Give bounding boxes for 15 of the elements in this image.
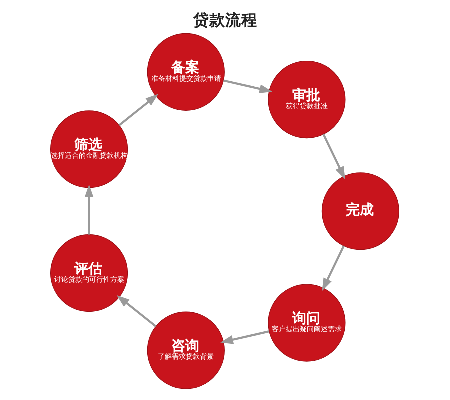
arrow <box>84 184 94 235</box>
arrow <box>220 330 270 344</box>
node-circle: 完成 <box>322 172 400 250</box>
arrow <box>116 295 157 328</box>
arrow <box>322 134 346 180</box>
node-circle: 询问 客户提出疑问阐述需求 <box>268 284 346 362</box>
node-circle: 审批 获得贷款批准 <box>268 60 346 139</box>
arrow <box>223 80 273 94</box>
arrow <box>322 246 345 292</box>
node-circle: 评估 讨论贷款的可行性方案 <box>50 234 128 312</box>
node-circle: 咨询 了解需求贷款背景 <box>147 312 225 390</box>
diagram-title: 贷款流程 <box>194 10 258 30</box>
node-circle: 备案 准备材料提交贷款申请 <box>147 33 225 111</box>
node-circle: 筛选 选择适合的金融贷款机构 <box>50 110 128 188</box>
arrow <box>118 94 159 126</box>
